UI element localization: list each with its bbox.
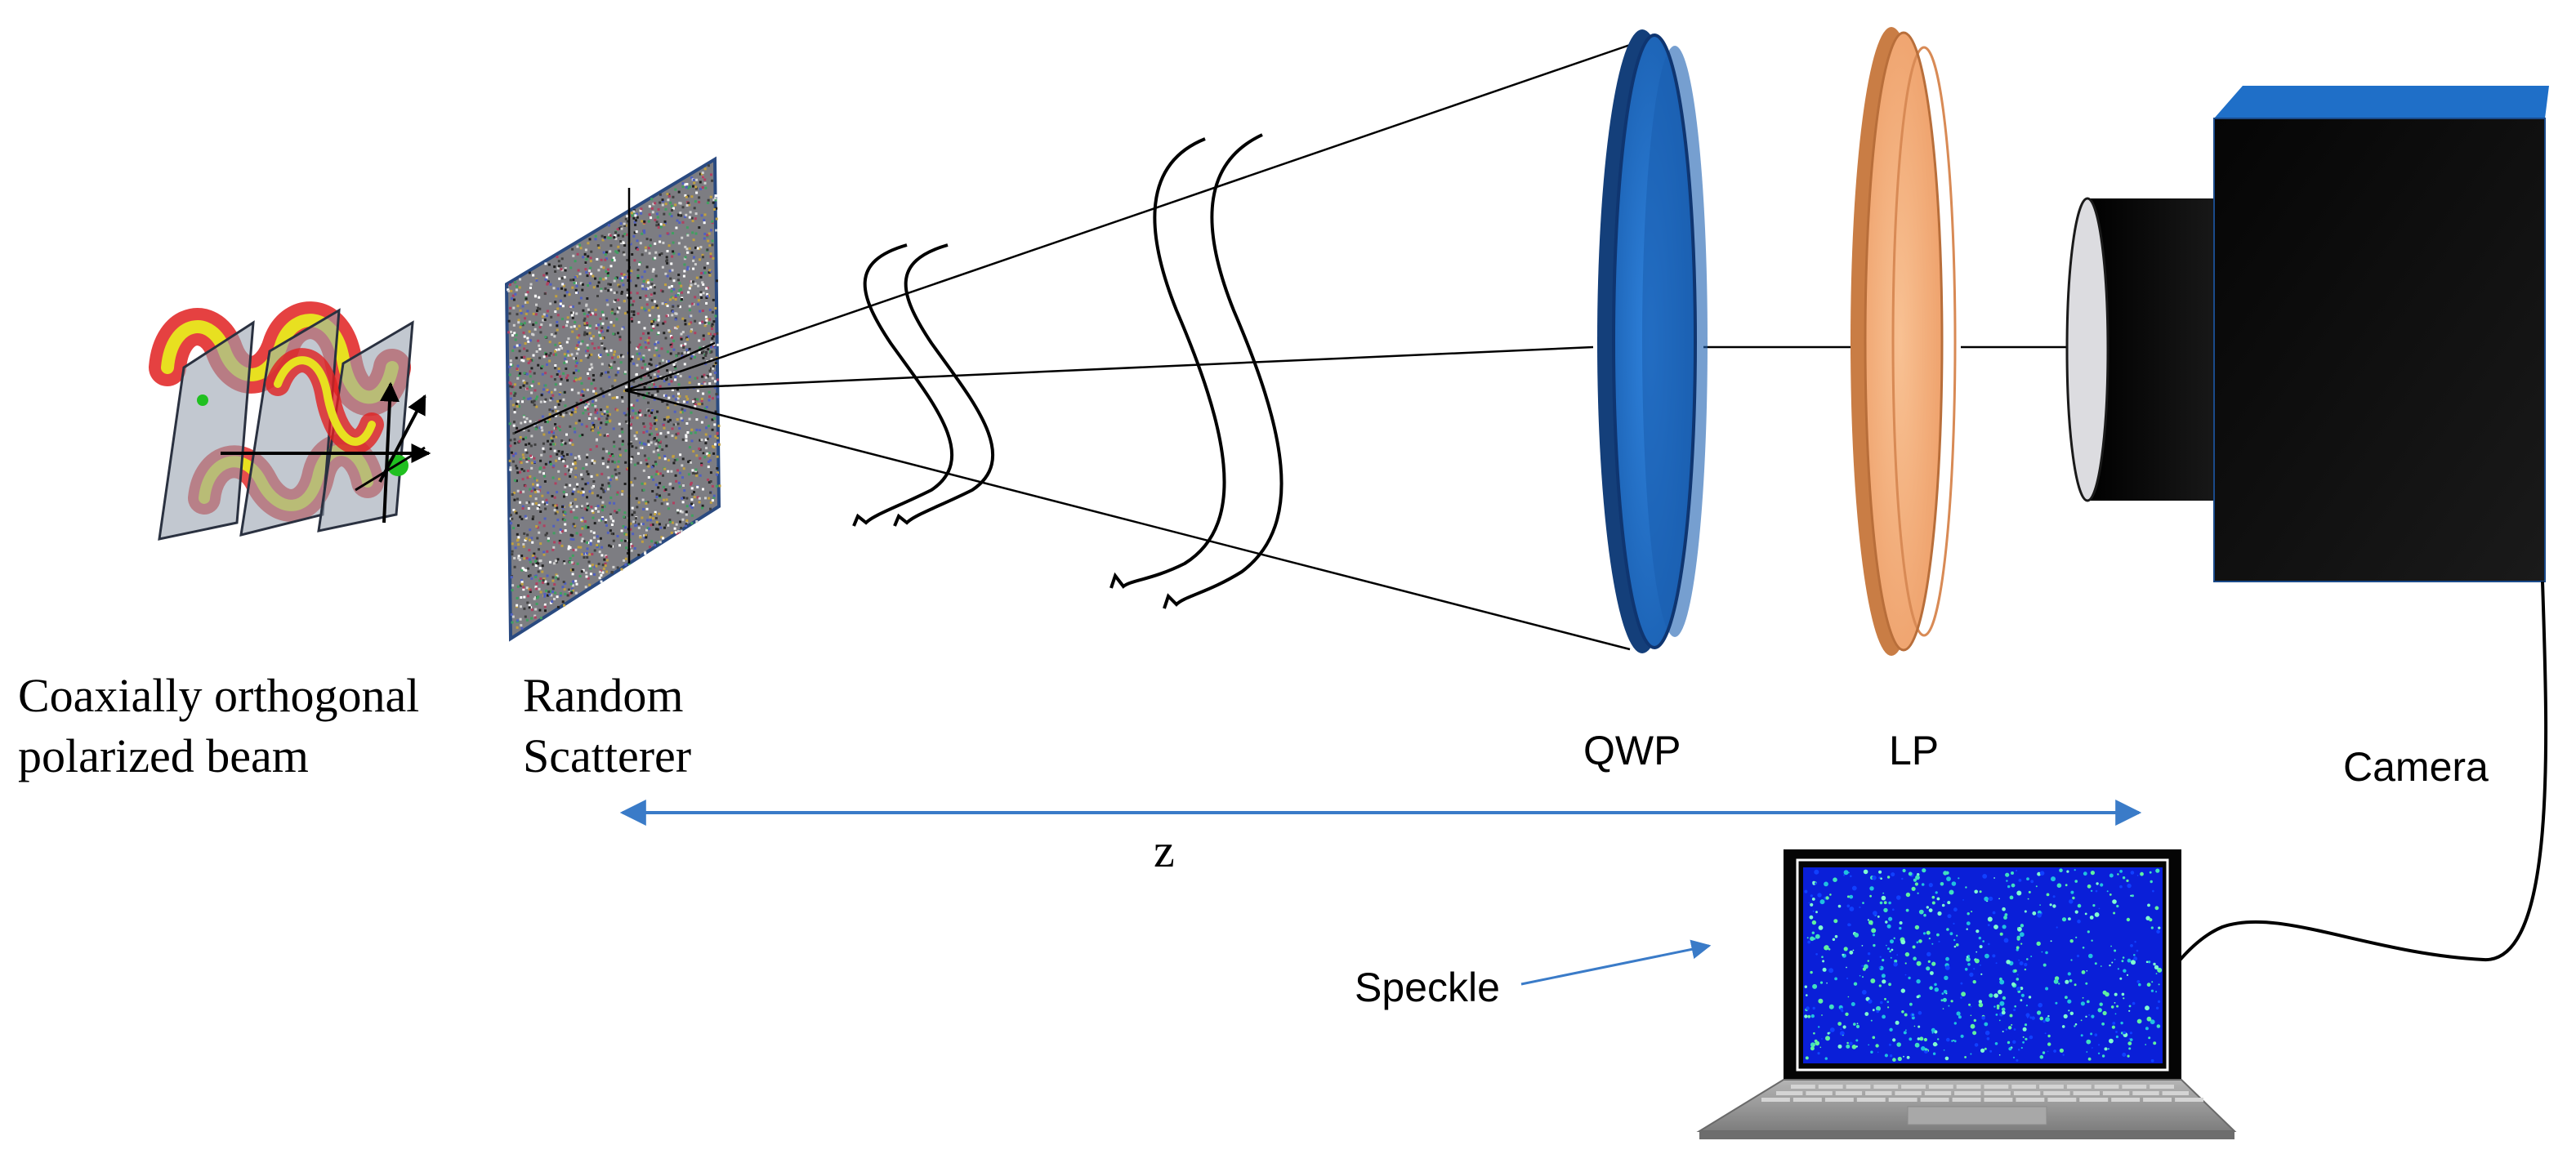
scatterer-label-line2: Scatterer bbox=[523, 729, 692, 782]
random-scatterer-icon bbox=[504, 156, 721, 642]
qwp-waveplate-icon bbox=[1597, 29, 1708, 653]
scatterer-label-line1: Random bbox=[523, 669, 684, 722]
polarized-beam-icon bbox=[149, 301, 431, 541]
beam-label-line1: Coaxially orthogonal bbox=[18, 669, 420, 722]
laptop-icon bbox=[1696, 849, 2237, 1139]
scatterer-noise bbox=[507, 164, 721, 630]
lp-label: LP bbox=[1889, 728, 1940, 773]
qwp-label: QWP bbox=[1583, 728, 1681, 773]
beam-cone-lines bbox=[624, 43, 2075, 651]
lp-polarizer-icon bbox=[1851, 27, 1957, 656]
scatterer-label: Random Scatterer bbox=[523, 666, 691, 787]
speckle-label: Speckle bbox=[1355, 965, 1500, 1010]
beam-label-line2: polarized beam bbox=[18, 729, 309, 782]
z-label: z bbox=[1154, 824, 1175, 877]
camera-icon bbox=[2065, 86, 2549, 582]
speckle-display bbox=[1803, 867, 2163, 1063]
camera-label: Camera bbox=[2343, 744, 2489, 790]
propagation-break-marks bbox=[852, 133, 1284, 609]
beam-label: Coaxially orthogonal polarized beam bbox=[18, 666, 419, 787]
speckle-pattern bbox=[1804, 868, 2163, 1063]
laptop-touchpad bbox=[1907, 1106, 2047, 1125]
speckle-pointer-arrow bbox=[1520, 939, 1712, 986]
laptop-keyboard bbox=[1761, 1085, 2203, 1102]
